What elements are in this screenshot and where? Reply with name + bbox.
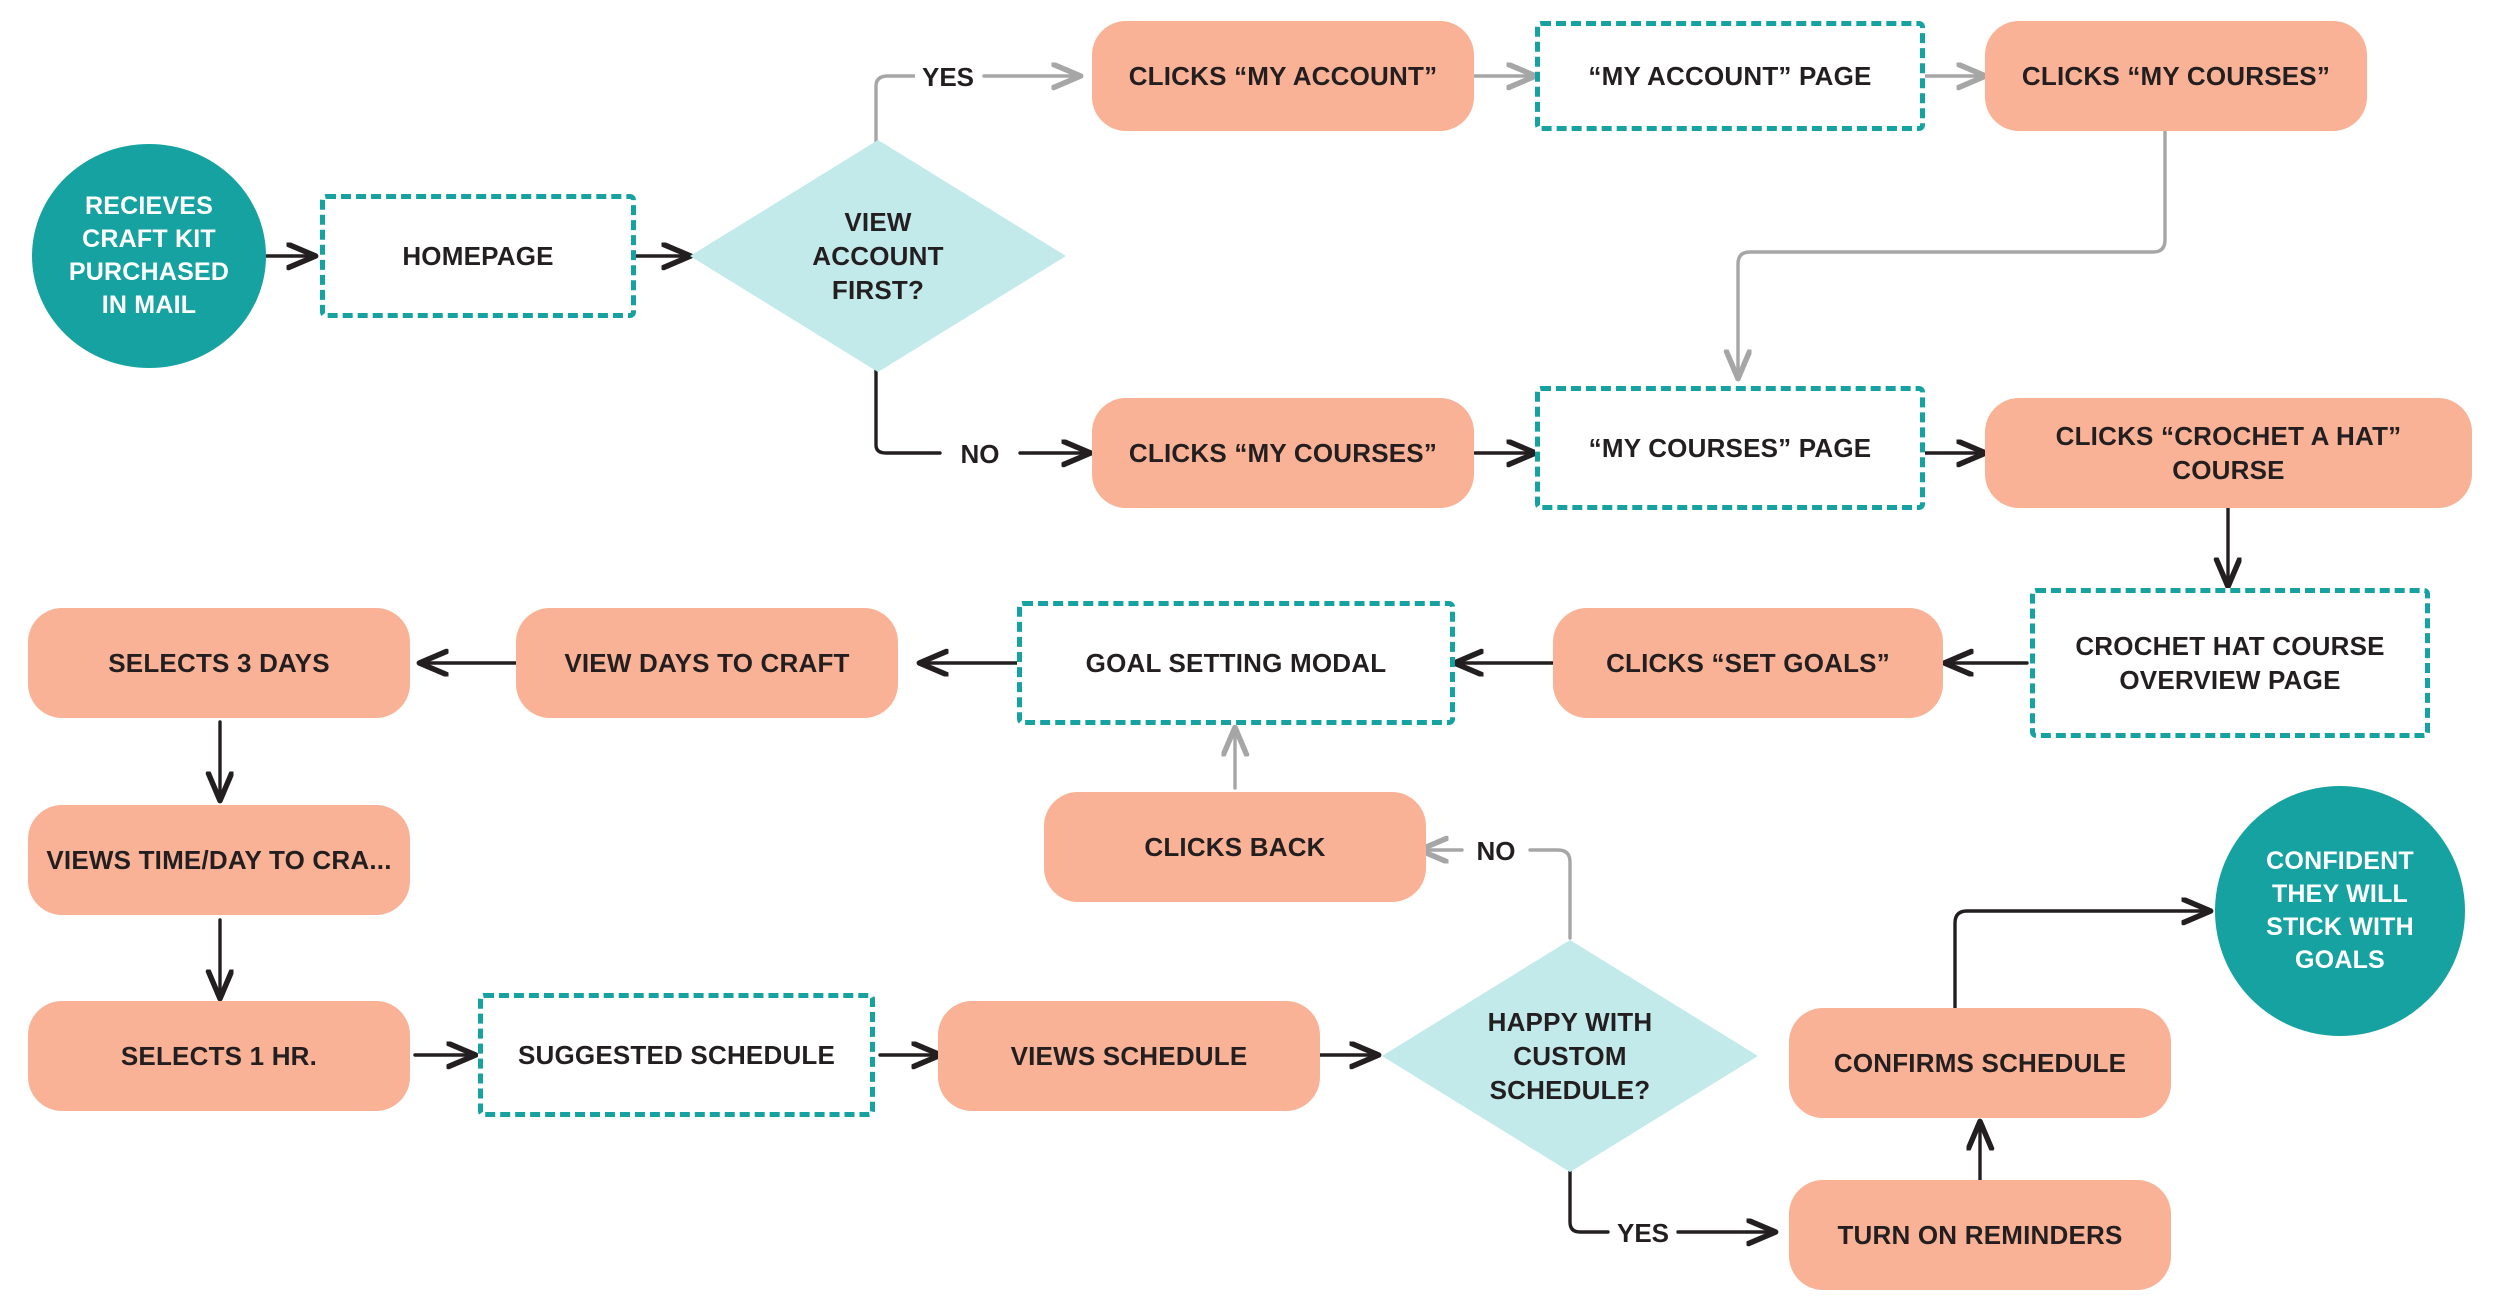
node-label: VIEW DAYS TO CRAFT — [564, 647, 850, 678]
node-label: CLICKS “MY ACCOUNT” — [1128, 60, 1438, 91]
node-label: CLICKS “MY COURSES” — [2021, 60, 2331, 91]
node-clicks-back[interactable]: CLICKS BACK — [1044, 792, 1426, 902]
node-label: SUGGESTED SCHEDULE — [517, 1039, 836, 1070]
edge-label-yes-schedule: YES — [1609, 1216, 1677, 1251]
node-my-account-page[interactable]: “MY ACCOUNT” PAGE — [1535, 21, 1925, 131]
node-label: TURN ON REMINDERS — [1837, 1219, 2123, 1250]
node-crochet-overview-page[interactable]: CROCHET HAT COURSE OVERVIEW PAGE — [2030, 588, 2430, 738]
node-confirms-schedule[interactable]: CONFIRMS SCHEDULE — [1789, 1008, 2171, 1118]
node-label: SELECTS 1 HR. — [120, 1040, 318, 1071]
edge-label-no-schedule: NO — [1469, 834, 1523, 869]
node-label: CLICKS BACK — [1144, 831, 1326, 862]
node-start-terminal[interactable]: RECIEVES CRAFT KIT PURCHASED IN MAIL — [32, 144, 266, 368]
node-label: HOMEPAGE — [402, 240, 554, 271]
node-views-schedule[interactable]: VIEWS SCHEDULE — [938, 1001, 1320, 1111]
edge-label-no-top: NO — [953, 437, 1007, 472]
node-goal-setting-modal[interactable]: GOAL SETTING MODAL — [1017, 601, 1455, 725]
node-label: “MY ACCOUNT” PAGE — [1588, 60, 1872, 91]
node-label: CONFIDENT THEY WILL STICK WITH GOALS — [2266, 847, 2414, 974]
node-clicks-my-courses-top[interactable]: CLICKS “MY COURSES” — [1985, 21, 2367, 131]
edge-label-yes-top: YES — [914, 60, 982, 95]
node-clicks-crochet-a-hat[interactable]: CLICKS “CROCHET A HAT” COURSE — [1985, 398, 2472, 508]
node-my-courses-page[interactable]: “MY COURSES” PAGE — [1535, 386, 1925, 510]
node-view-days-to-craft[interactable]: VIEW DAYS TO CRAFT — [516, 608, 898, 718]
node-suggested-schedule[interactable]: SUGGESTED SCHEDULE — [478, 993, 875, 1117]
node-turn-on-reminders[interactable]: TURN ON REMINDERS — [1789, 1180, 2171, 1290]
node-end-terminal[interactable]: CONFIDENT THEY WILL STICK WITH GOALS — [2215, 786, 2465, 1036]
node-label: HAPPY WITH CUSTOM SCHEDULE? — [1487, 1006, 1653, 1106]
node-label: RECIEVES CRAFT KIT PURCHASED IN MAIL — [68, 192, 230, 319]
node-views-time-day-to-craft[interactable]: VIEWS TIME/DAY TO CRA... — [28, 805, 410, 915]
node-label: CLICKS “CROCHET A HAT” COURSE — [2055, 420, 2402, 485]
node-label: CLICKS “SET GOALS” — [1606, 647, 1890, 678]
node-view-account-first[interactable]: VIEW ACCOUNT FIRST? — [690, 140, 1066, 372]
node-label: GOAL SETTING MODAL — [1085, 647, 1387, 678]
node-label: VIEWS TIME/DAY TO CRA... — [46, 844, 392, 875]
node-selects-1-hr[interactable]: SELECTS 1 HR. — [28, 1001, 410, 1111]
node-label: VIEW ACCOUNT FIRST? — [812, 206, 944, 306]
node-homepage[interactable]: HOMEPAGE — [320, 194, 636, 318]
node-label: VIEWS SCHEDULE — [1010, 1040, 1248, 1071]
node-label: CLICKS “MY COURSES” — [1128, 437, 1438, 468]
node-label: SELECTS 3 DAYS — [108, 647, 330, 678]
node-clicks-set-goals[interactable]: CLICKS “SET GOALS” — [1553, 608, 1943, 718]
node-happy-with-custom-schedule[interactable]: HAPPY WITH CUSTOM SCHEDULE? — [1382, 940, 1758, 1172]
node-selects-3-days[interactable]: SELECTS 3 DAYS — [28, 608, 410, 718]
node-clicks-my-courses-bottom[interactable]: CLICKS “MY COURSES” — [1092, 398, 1474, 508]
node-label: CONFIRMS SCHEDULE — [1833, 1047, 2127, 1078]
node-label: “MY COURSES” PAGE — [1588, 432, 1872, 463]
node-clicks-my-account[interactable]: CLICKS “MY ACCOUNT” — [1092, 21, 1474, 131]
node-label: CROCHET HAT COURSE OVERVIEW PAGE — [2075, 630, 2385, 695]
